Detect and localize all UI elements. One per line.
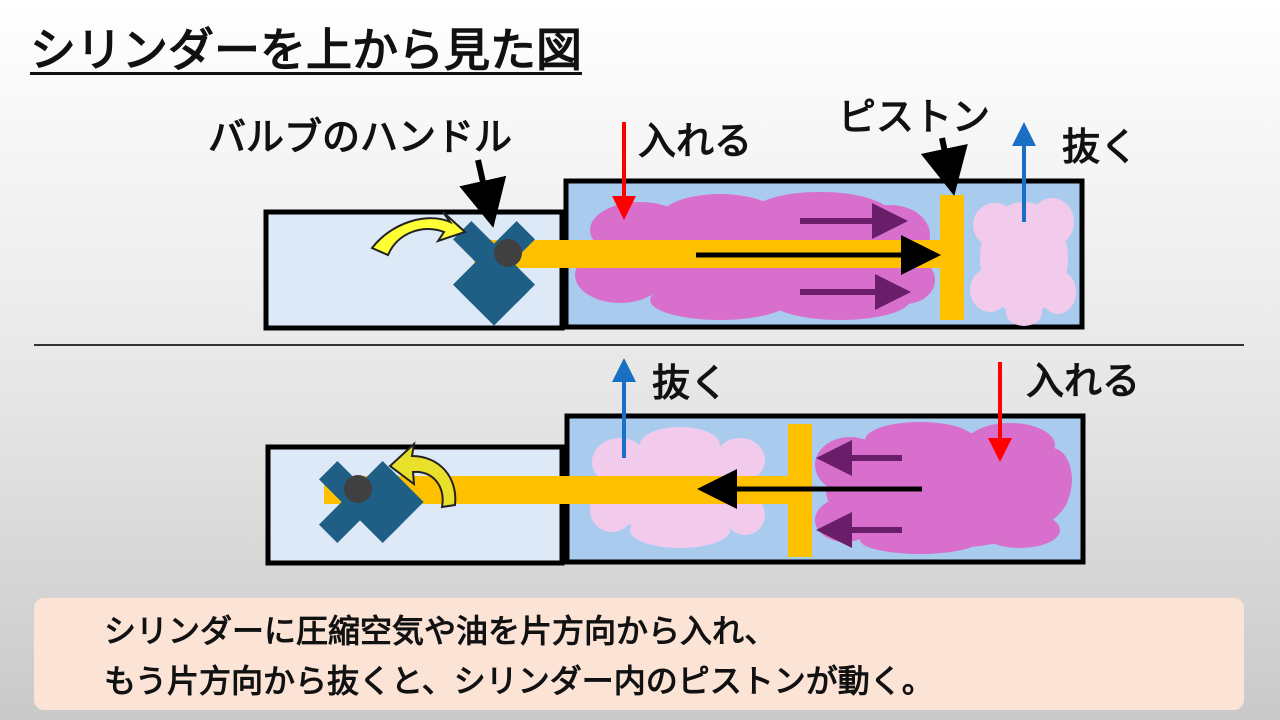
top-assembly <box>263 122 1085 331</box>
top-piston-head <box>940 195 964 320</box>
top-exhausted-fluid <box>970 198 1076 326</box>
section-divider <box>34 344 1244 346</box>
label-bottom-out: 抜く <box>652 361 729 405</box>
caption-box: シリンダーに圧縮空気や油を片方向から入れ、 もう片方向から抜くと、シリンダー内の… <box>34 598 1244 710</box>
label-piston: ピストン <box>838 95 991 139</box>
valve-handle-pointer <box>459 159 507 228</box>
label-top-in: 入れる <box>638 119 753 163</box>
label-valve-handle: バルブのハンドル <box>208 115 513 159</box>
label-bottom-in: 入れる <box>1026 359 1141 403</box>
top-valve-pivot <box>494 239 522 267</box>
page-title: シリンダーを上から見た図 <box>30 23 582 77</box>
caption-line-1: シリンダーに圧縮空気や油を片方向から入れ、 <box>104 612 777 650</box>
bottom-assembly <box>265 358 1086 566</box>
piston-pointer <box>920 137 968 196</box>
caption-line-2: もう片方向から抜くと、シリンダー内のピストンが動く。 <box>104 662 934 700</box>
label-top-out: 抜く <box>1062 125 1139 169</box>
bottom-rotation-arrow <box>388 441 457 509</box>
top-rotation-arrow <box>370 211 467 257</box>
bottom-valve-pivot <box>344 475 372 503</box>
